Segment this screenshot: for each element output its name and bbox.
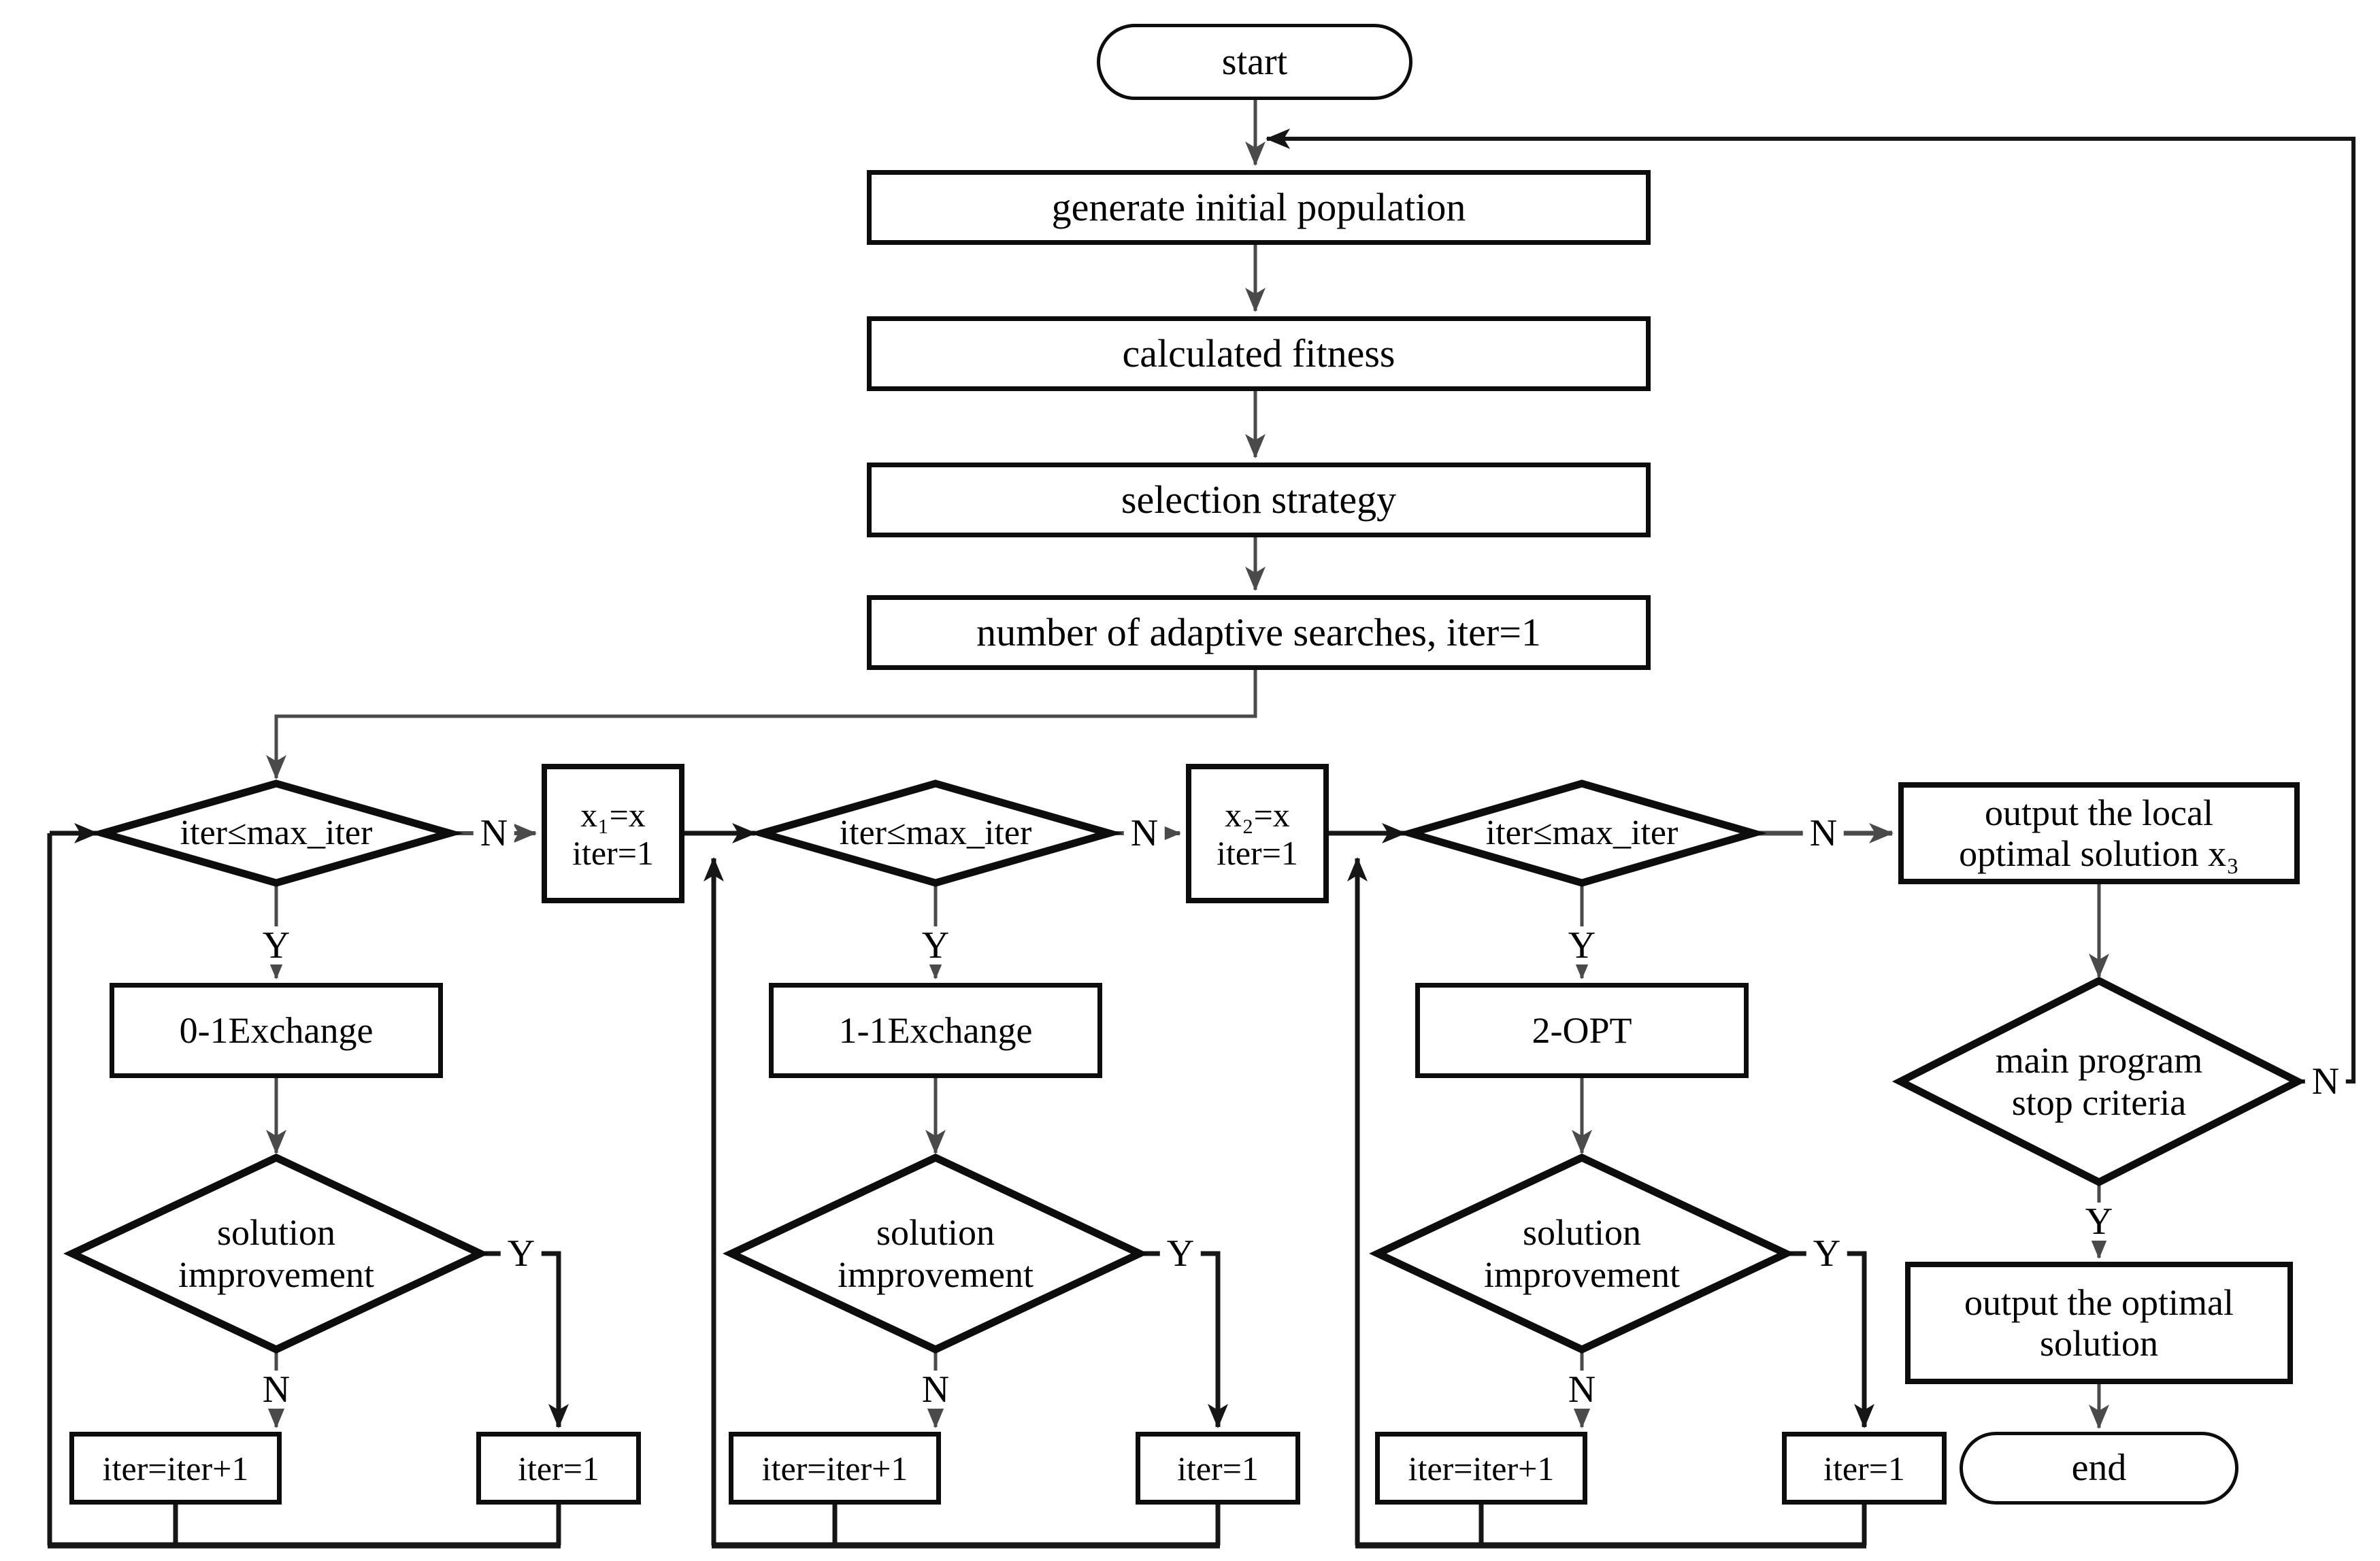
cond1-yes-label: Y bbox=[255, 926, 297, 964]
output-local-solution-box: output the local optimal solution x₃ bbox=[1898, 782, 2300, 884]
branch-sol2-yes bbox=[1140, 1251, 1228, 1428]
selection-strategy-box: selection strategy bbox=[867, 463, 1651, 537]
end-terminal: end bbox=[1960, 1432, 2238, 1505]
sol3-line2: improvement bbox=[1484, 1254, 1680, 1295]
sol2-line2: improvement bbox=[838, 1254, 1034, 1295]
exchange11-box: 1-1Exchange bbox=[769, 983, 1102, 1078]
x1-assign-line2: iter=1 bbox=[572, 833, 654, 872]
cond1-diamond-label: iter≤max_iter bbox=[180, 813, 373, 853]
top-chain-arrows bbox=[266, 100, 1266, 779]
output-optimal-line1: output the optimal bbox=[1964, 1281, 2234, 1323]
sol3-no-label: N bbox=[1561, 1371, 1603, 1409]
calculated-fitness-label: calculated fitness bbox=[1122, 331, 1395, 375]
cond2-no-label: N bbox=[1123, 814, 1166, 852]
sol1-no-label: N bbox=[255, 1371, 297, 1409]
sol3-line1: solution bbox=[1522, 1211, 1642, 1253]
sol2-diamond-shape bbox=[723, 1153, 1148, 1354]
twoopt-label: 2-OPT bbox=[1532, 1009, 1632, 1051]
start-label: start bbox=[1221, 40, 1288, 83]
cond2-diamond-label: iter≤max_iter bbox=[839, 813, 1032, 853]
exchange01-label: 0-1Exchange bbox=[179, 1009, 374, 1051]
sol3-yes-label: Y bbox=[1806, 1235, 1848, 1273]
stop-yes-label: Y bbox=[2078, 1203, 2120, 1241]
iter-increment1-box: iter=iter+1 bbox=[69, 1432, 282, 1505]
cond1-diamond-shape bbox=[89, 779, 463, 887]
stop-line1: main program bbox=[1995, 1039, 2203, 1081]
x2-assign-line2: iter=1 bbox=[1217, 833, 1298, 872]
sol1-diamond-shape bbox=[63, 1153, 489, 1354]
x2-assign-box: x₂=x iter=1 bbox=[1186, 764, 1329, 903]
x1-assign-line1: x₁=x bbox=[580, 795, 646, 834]
generate-population-box: generate initial population bbox=[867, 170, 1651, 245]
generate-population-label: generate initial population bbox=[1051, 184, 1466, 229]
cond3-diamond-shape bbox=[1397, 779, 1767, 887]
sol1-diamond-label: solution improvement bbox=[178, 1211, 374, 1296]
cond3-yes-label: Y bbox=[1561, 926, 1603, 964]
iter-reset3-box: iter=1 bbox=[1782, 1432, 1947, 1505]
iter-increment1-label: iter=iter+1 bbox=[102, 1449, 249, 1488]
stop-no-label: N bbox=[2304, 1062, 2347, 1101]
x2-assign-line1: x₂=x bbox=[1225, 795, 1290, 834]
sol1-yes-label: Y bbox=[500, 1235, 542, 1273]
adaptive-searches-label: number of adaptive searches, iter=1 bbox=[976, 609, 1541, 654]
sol3-diamond-label: solution improvement bbox=[1484, 1211, 1680, 1296]
column-arrows bbox=[266, 823, 2109, 1429]
iter-reset2-label: iter=1 bbox=[1177, 1449, 1259, 1488]
iter-increment2-label: iter=iter+1 bbox=[761, 1449, 908, 1488]
sol1-line2: improvement bbox=[178, 1254, 374, 1295]
sol3-diamond-shape bbox=[1369, 1153, 1795, 1354]
output-optimal-solution-box: output the optimal solution bbox=[1905, 1262, 2293, 1384]
iter-increment3-label: iter=iter+1 bbox=[1408, 1449, 1555, 1488]
stop-diamond-shape bbox=[1891, 976, 2307, 1187]
cond2-yes-label: Y bbox=[914, 926, 957, 964]
iter-reset3-label: iter=1 bbox=[1823, 1449, 1905, 1488]
cond3-no-label: N bbox=[1802, 814, 1845, 852]
calculated-fitness-box: calculated fitness bbox=[867, 316, 1651, 391]
start-terminal: start bbox=[1097, 24, 1412, 100]
decision-diamonds bbox=[63, 779, 2307, 1354]
branch-sol3-yes bbox=[1786, 1251, 1874, 1428]
exchange11-label: 1-1Exchange bbox=[838, 1009, 1033, 1051]
exchange01-box: 0-1Exchange bbox=[110, 983, 443, 1078]
stop-line2: stop criteria bbox=[2011, 1082, 2187, 1123]
iter-reset1-label: iter=1 bbox=[518, 1449, 599, 1488]
sol2-yes-label: Y bbox=[1159, 1235, 1202, 1273]
x1-assign-box: x₁=x iter=1 bbox=[542, 764, 684, 903]
cond2-diamond-shape bbox=[748, 779, 1123, 887]
sol1-line1: solution bbox=[216, 1211, 336, 1253]
sol2-diamond-label: solution improvement bbox=[838, 1211, 1034, 1296]
branch-sol1-yes bbox=[480, 1251, 569, 1428]
output-optimal-line2: solution bbox=[2039, 1323, 2159, 1364]
adaptive-searches-box: number of adaptive searches, iter=1 bbox=[867, 595, 1651, 670]
output-local-line2: optimal solution x₃ bbox=[1959, 833, 2239, 874]
selection-strategy-label: selection strategy bbox=[1121, 477, 1397, 522]
sol2-no-label: N bbox=[914, 1371, 957, 1409]
twoopt-box: 2-OPT bbox=[1415, 983, 1749, 1078]
iter-reset2-box: iter=1 bbox=[1136, 1432, 1300, 1505]
output-local-line1: output the local bbox=[1985, 792, 2213, 833]
iter-reset1-box: iter=1 bbox=[476, 1432, 641, 1505]
cond1-no-label: N bbox=[473, 814, 515, 852]
iter-increment2-box: iter=iter+1 bbox=[729, 1432, 941, 1505]
end-label: end bbox=[2071, 1447, 2127, 1490]
sol2-line1: solution bbox=[876, 1211, 995, 1253]
elbow-adaptive-to-cond1 bbox=[266, 670, 1257, 779]
iter-increment3-box: iter=iter+1 bbox=[1375, 1432, 1587, 1505]
cond3-diamond-label: iter≤max_iter bbox=[1485, 813, 1679, 853]
stop-diamond-label: main program stop criteria bbox=[1996, 1039, 2202, 1124]
